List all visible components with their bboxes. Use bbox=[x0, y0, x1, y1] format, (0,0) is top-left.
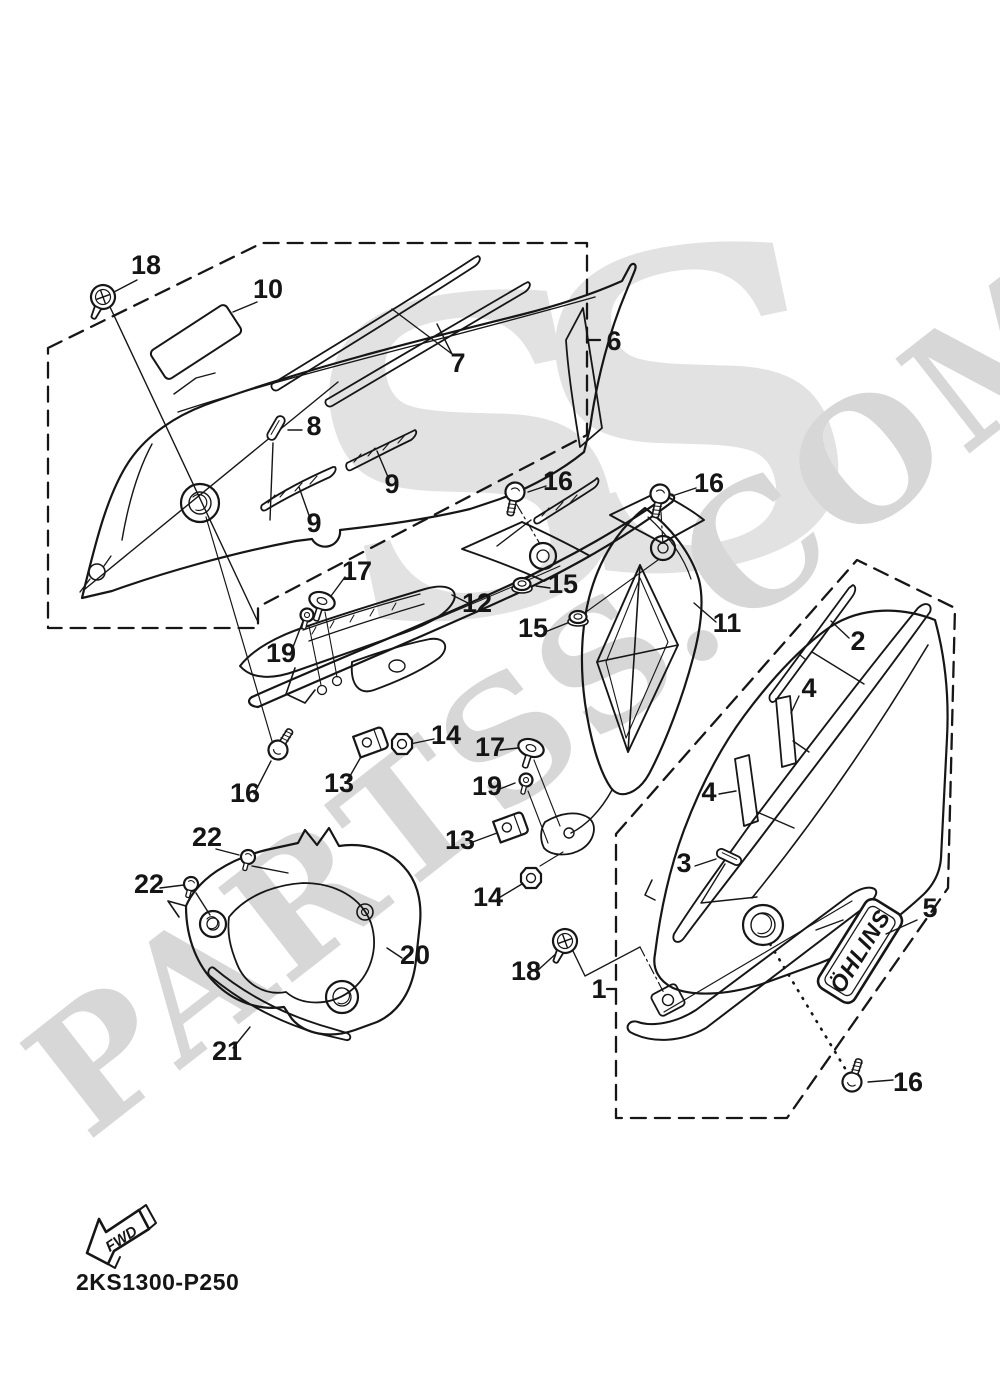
part-label-3: 3 bbox=[676, 848, 691, 878]
diagram-code: 2KS1300-P250 bbox=[76, 1269, 239, 1295]
part-seal-strip-21 bbox=[207, 966, 352, 1042]
part-label-1: 1 bbox=[591, 974, 606, 1004]
screw-17 bbox=[517, 737, 545, 769]
part-label-15: 15 bbox=[548, 569, 578, 599]
clip-nut-13 bbox=[352, 726, 389, 759]
leader-lines bbox=[84, 279, 918, 1083]
part-label-14: 14 bbox=[473, 882, 503, 912]
part-molding-strips-7 bbox=[270, 255, 531, 408]
part-label-10: 10 bbox=[253, 274, 283, 304]
part-right-side-cover bbox=[644, 603, 949, 1072]
rivet-22 bbox=[182, 875, 200, 899]
part-label-22: 22 bbox=[192, 822, 222, 852]
part-decal-strips-4 bbox=[734, 695, 797, 827]
part-label-15: 15 bbox=[518, 613, 548, 643]
assembly-box-6 bbox=[46, 241, 602, 630]
part-inner-cowl-20 bbox=[167, 826, 422, 1036]
part-label-18: 18 bbox=[131, 250, 161, 280]
part-label-20: 20 bbox=[400, 940, 430, 970]
nut-15 bbox=[567, 609, 589, 627]
part-label-9: 9 bbox=[306, 508, 321, 538]
part-label-13: 13 bbox=[324, 768, 354, 798]
part-label-4: 4 bbox=[801, 673, 816, 703]
part-label-21: 21 bbox=[212, 1036, 242, 1066]
part-label-4: 4 bbox=[701, 777, 716, 807]
part-sticker-10 bbox=[149, 304, 243, 395]
part-label-8: 8 bbox=[306, 411, 321, 441]
assembly-box-1 bbox=[605, 558, 957, 1120]
screw-16 bbox=[504, 481, 526, 517]
nut-15 bbox=[511, 576, 533, 594]
part-label-7: 7 bbox=[450, 348, 465, 378]
part-label-17: 17 bbox=[342, 556, 372, 586]
part-left-side-cover bbox=[79, 262, 637, 600]
nut-14 bbox=[390, 732, 414, 756]
screw-17 bbox=[308, 590, 336, 622]
screw-16 bbox=[841, 1058, 863, 1093]
part-label-19: 19 bbox=[266, 638, 296, 668]
screw-19 bbox=[299, 607, 315, 630]
part-label-22: 22 bbox=[134, 869, 164, 899]
part-label-5: 5 bbox=[922, 893, 937, 923]
part-label-2: 2 bbox=[850, 626, 865, 656]
clip-nut-13 bbox=[492, 811, 529, 844]
rivet-22 bbox=[239, 848, 257, 872]
pin-3 bbox=[715, 848, 743, 866]
part-label-16: 16 bbox=[543, 466, 573, 496]
nut-14 bbox=[519, 866, 543, 890]
part-label-16: 16 bbox=[230, 778, 260, 808]
screw-19 bbox=[518, 772, 534, 795]
part-panel-11 bbox=[527, 506, 703, 867]
part-label-19: 19 bbox=[472, 771, 502, 801]
part-label-12: 12 bbox=[462, 588, 492, 618]
part-label-16: 16 bbox=[893, 1067, 923, 1097]
screw-16 bbox=[649, 483, 671, 519]
fwd-label: FWD bbox=[103, 1223, 141, 1256]
part-label-18: 18 bbox=[511, 956, 541, 986]
screw-18 bbox=[551, 927, 579, 964]
part-label-14: 14 bbox=[431, 720, 461, 750]
screw-18 bbox=[89, 283, 117, 320]
screw-16 bbox=[267, 728, 294, 761]
part-label-13: 13 bbox=[445, 825, 475, 855]
part-label-16: 16 bbox=[694, 468, 724, 498]
part-label-9: 9 bbox=[384, 469, 399, 499]
part-label-17: 17 bbox=[475, 732, 505, 762]
part-duct-bracket bbox=[239, 585, 456, 704]
pin-8 bbox=[266, 415, 286, 441]
fwd-arrow-icon: FWD bbox=[85, 1204, 157, 1269]
part-trim-strip-2 bbox=[768, 584, 857, 703]
part-label-6: 6 bbox=[606, 326, 621, 356]
part-label-11: 11 bbox=[713, 608, 742, 638]
